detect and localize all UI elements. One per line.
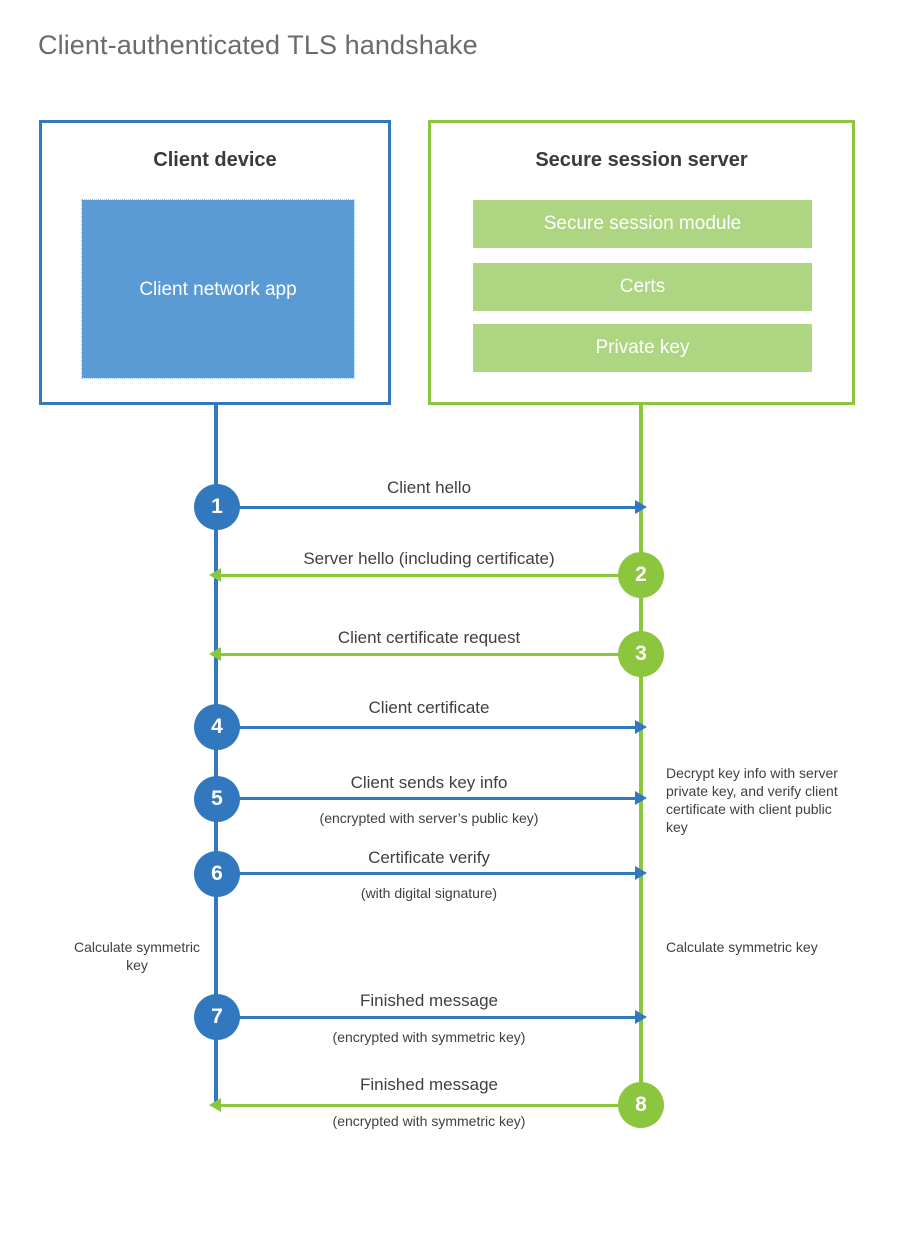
annotation-client-calculate-symmetric-key: Calculate symmetric key (73, 939, 201, 973)
step-2-arrow (209, 568, 640, 582)
server-lifeline (639, 403, 643, 1107)
step-5-label: Client sends key info (350, 773, 508, 792)
server-module-certs: Certs (473, 263, 812, 311)
arrow-head-right-icon (635, 500, 647, 514)
step-7-arrow (218, 1010, 647, 1024)
step-6-label: Certificate verify (368, 848, 490, 867)
secure-session-server-box: Secure session server Secure session mod… (428, 120, 855, 405)
arrow-head-right-icon (635, 1010, 647, 1024)
step-3-label: Client certificate request (337, 628, 521, 647)
step-1-arrow (218, 500, 647, 514)
step-6-sublabel: (with digital signature) (360, 885, 498, 901)
arrow-head-left-icon (209, 647, 221, 661)
client-device-box: Client device Client network app (39, 120, 391, 405)
arrow-head-left-icon (209, 568, 221, 582)
step-2-label: Server hello (including certificate) (303, 549, 555, 568)
client-network-app-block: Client network app (81, 199, 355, 379)
arrow-head-right-icon (635, 791, 647, 805)
step-2-badge: 2 (618, 552, 664, 598)
step-3-badge: 3 (618, 631, 664, 677)
annotation-decrypt-key-info: Decrypt key info with server private key… (666, 765, 838, 835)
arrow-head-left-icon (209, 1098, 221, 1112)
arrow-head-right-icon (635, 866, 647, 880)
step-4-label: Client certificate (368, 698, 490, 717)
server-module-private-key: Private key (473, 324, 812, 372)
step-7-sublabel: (encrypted with symmetric key) (332, 1029, 526, 1045)
secure-session-server-title: Secure session server (535, 149, 748, 171)
step-5-badge: 5 (194, 776, 240, 822)
step-4-arrow (218, 720, 647, 734)
step-8-arrow (209, 1098, 640, 1112)
client-device-title: Client device (153, 149, 277, 171)
step-8-sublabel: (encrypted with symmetric key) (332, 1113, 526, 1129)
step-7-label: Finished message (360, 991, 498, 1010)
step-5-sublabel: (encrypted with server’s public key) (319, 810, 539, 826)
step-1-badge: 1 (194, 484, 240, 530)
client-lifeline (214, 403, 218, 1107)
step-4-badge: 4 (194, 704, 240, 750)
step-7-badge: 7 (194, 994, 240, 1040)
step-6-arrow (218, 866, 647, 880)
step-8-label: Finished message (360, 1075, 498, 1094)
server-module-secure-session-module: Secure session module (473, 200, 812, 248)
step-8-badge: 8 (618, 1082, 664, 1128)
step-3-arrow (209, 647, 640, 661)
step-6-badge: 6 (194, 851, 240, 897)
step-5-arrow (218, 791, 647, 805)
arrow-head-right-icon (635, 720, 647, 734)
step-1-label: Client hello (386, 478, 472, 497)
page-title: Client-authenticated TLS handshake (38, 30, 478, 60)
annotation-server-calculate-symmetric-key: Calculate symmetric key (666, 939, 818, 955)
